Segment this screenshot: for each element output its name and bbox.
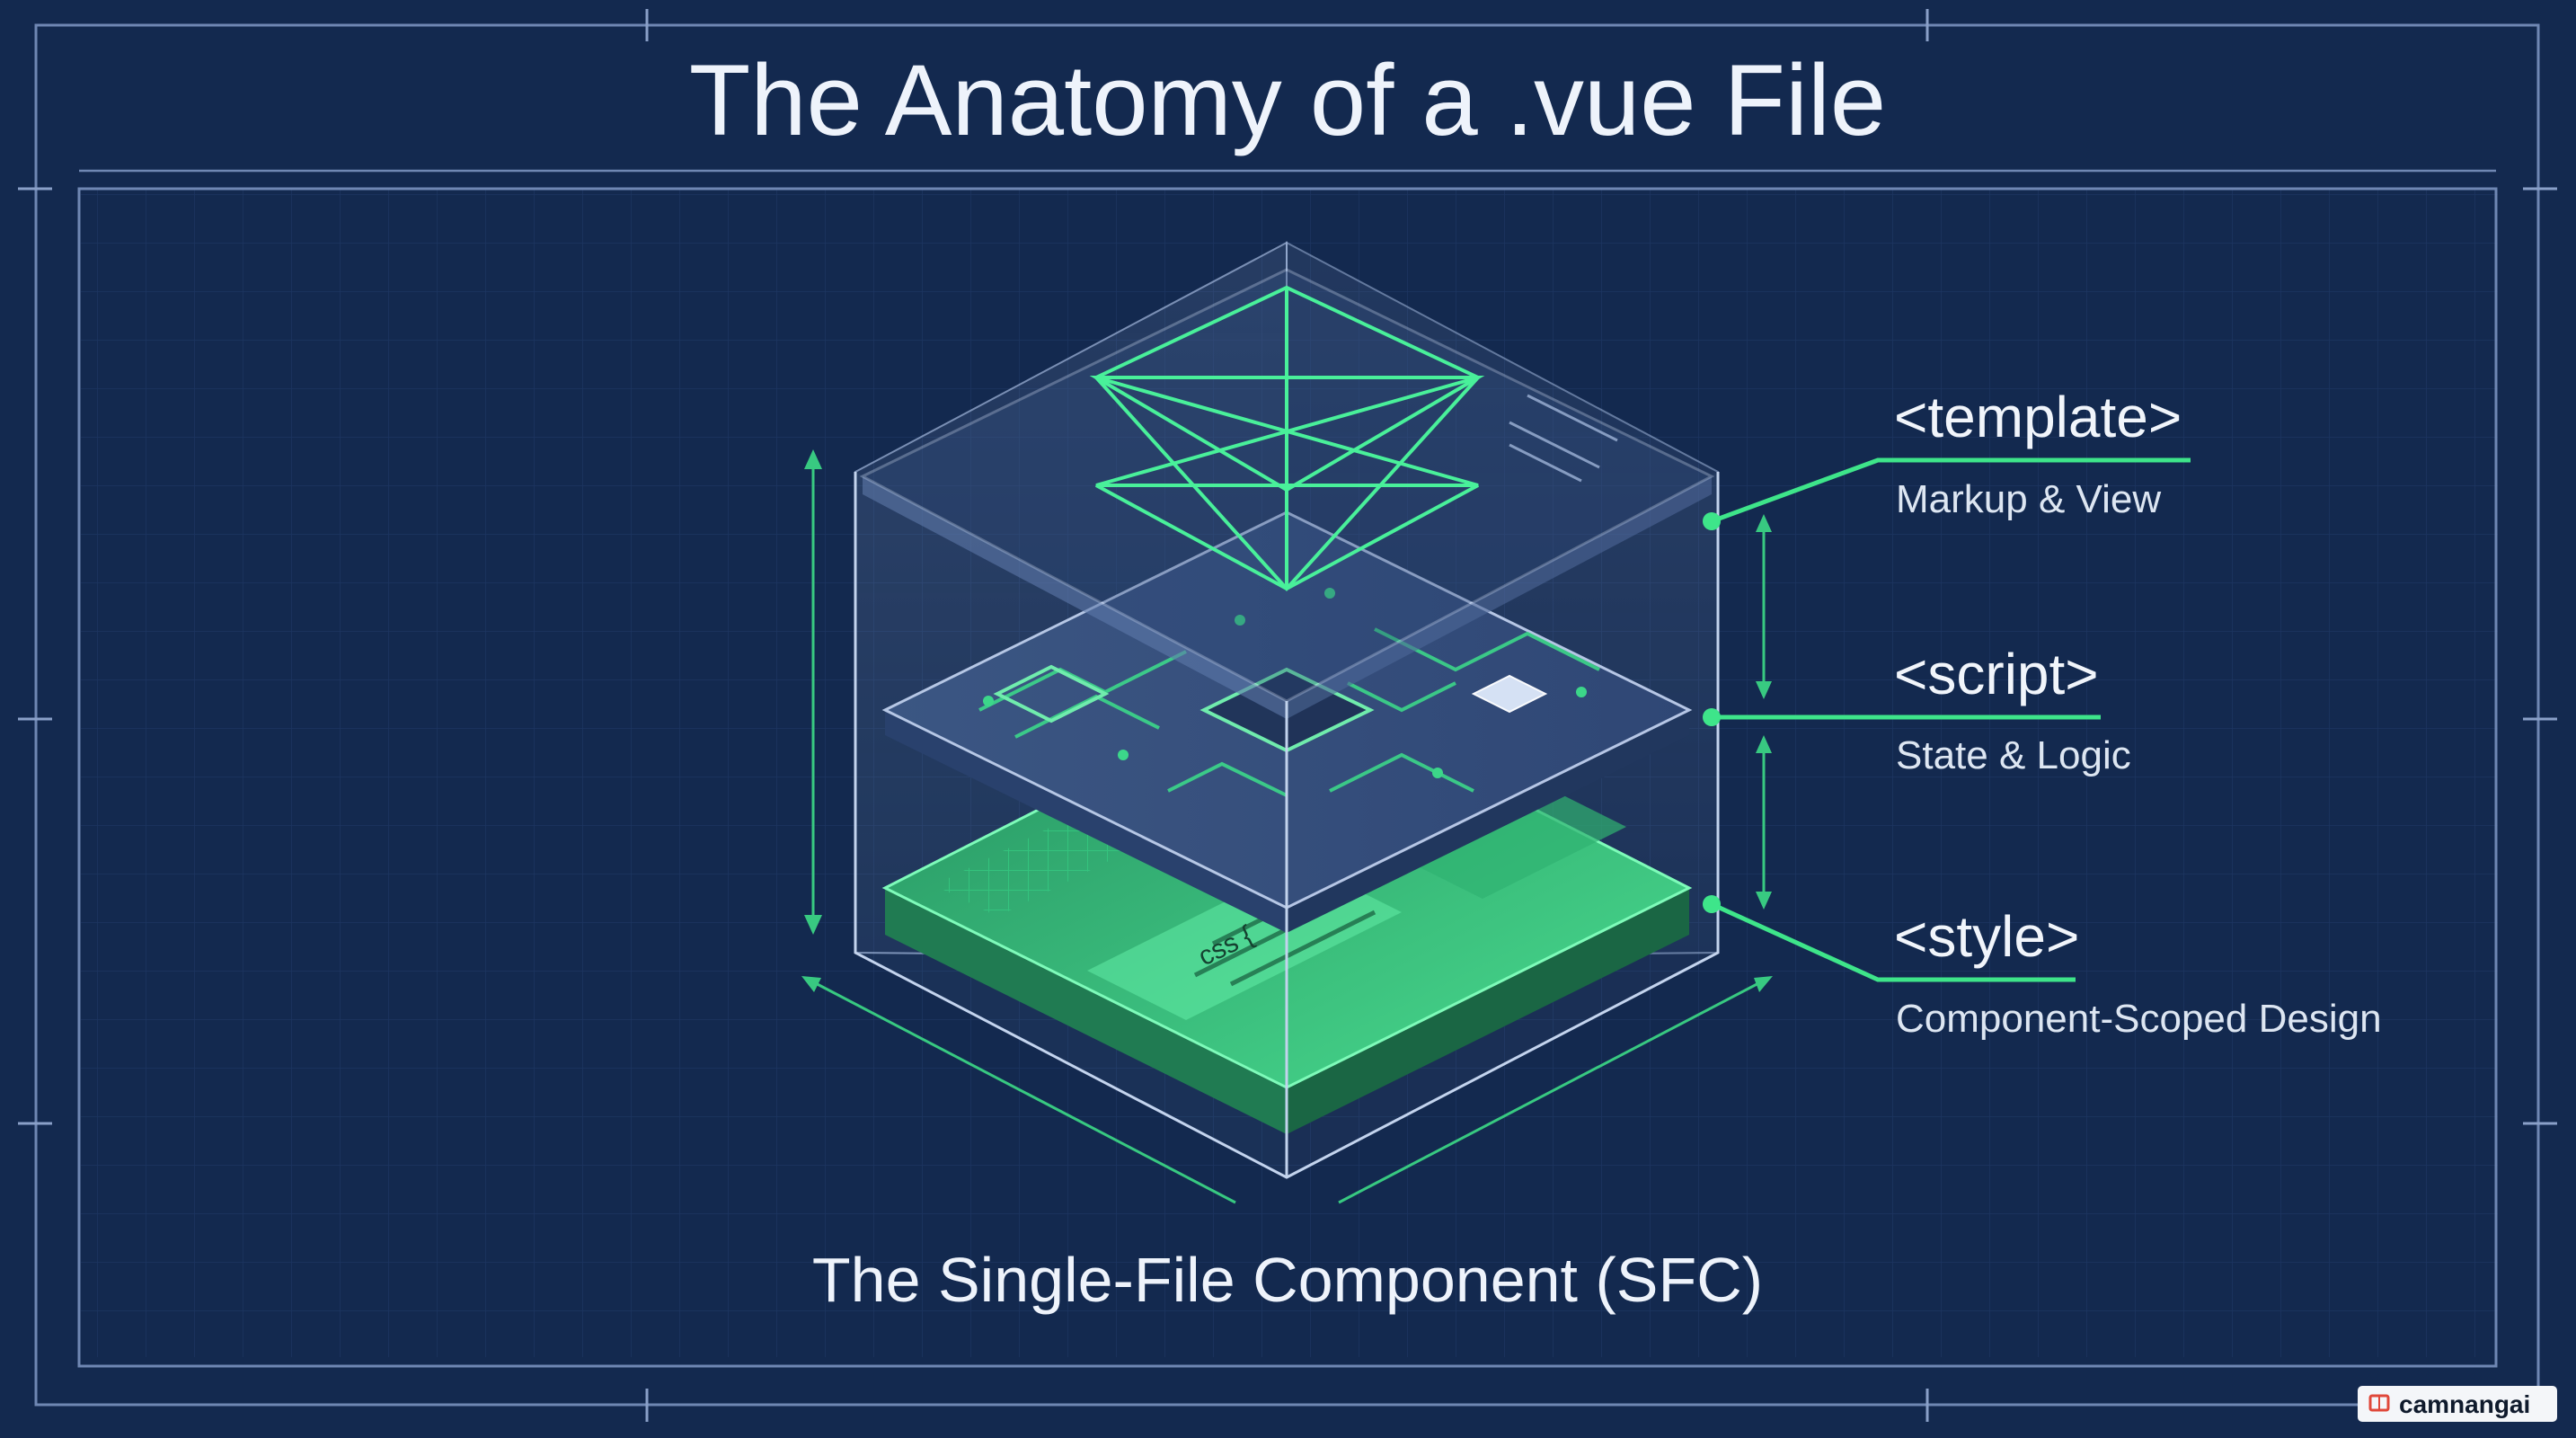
sfc-cube-illustration: css {	[801, 241, 1773, 1204]
credit-text: camnangai	[2399, 1390, 2530, 1418]
cube-front-edges	[854, 472, 1720, 1179]
page-title: The Anatomy of a .vue File	[689, 44, 1886, 156]
anchor-dot-template	[1703, 512, 1721, 530]
template-layer-lid	[859, 268, 1715, 719]
label-template-desc: Markup & View	[1896, 477, 2161, 521]
credit-badge: camnangai	[2358, 1386, 2557, 1422]
leader-style	[1710, 901, 2076, 982]
anchor-dot-style	[1703, 895, 1721, 913]
chip-left	[993, 664, 1110, 723]
anchor-dot-script	[1703, 708, 1721, 726]
outer-frame	[34, 23, 2540, 1407]
label-style-tag: <style>	[1894, 904, 2079, 969]
diagram-subtitle: The Single-File Component (SFC)	[812, 1245, 1763, 1315]
leader-template	[1711, 457, 2191, 524]
chip-right	[1471, 674, 1548, 714]
frame-ticks	[18, 9, 2557, 1422]
label-script-desc: State & Logic	[1896, 733, 2131, 777]
label-template-tag: <template>	[1894, 385, 2182, 449]
dimension-arrows	[801, 449, 1773, 1204]
template-wireframe	[1089, 285, 1485, 591]
inner-frame	[77, 187, 2498, 1368]
label-style-desc: Component-Scoped Design	[1896, 997, 2382, 1041]
label-script-tag: <script>	[1894, 642, 2099, 706]
style-pattern-panel	[1384, 777, 1626, 899]
callout-leaders	[1710, 457, 2191, 982]
